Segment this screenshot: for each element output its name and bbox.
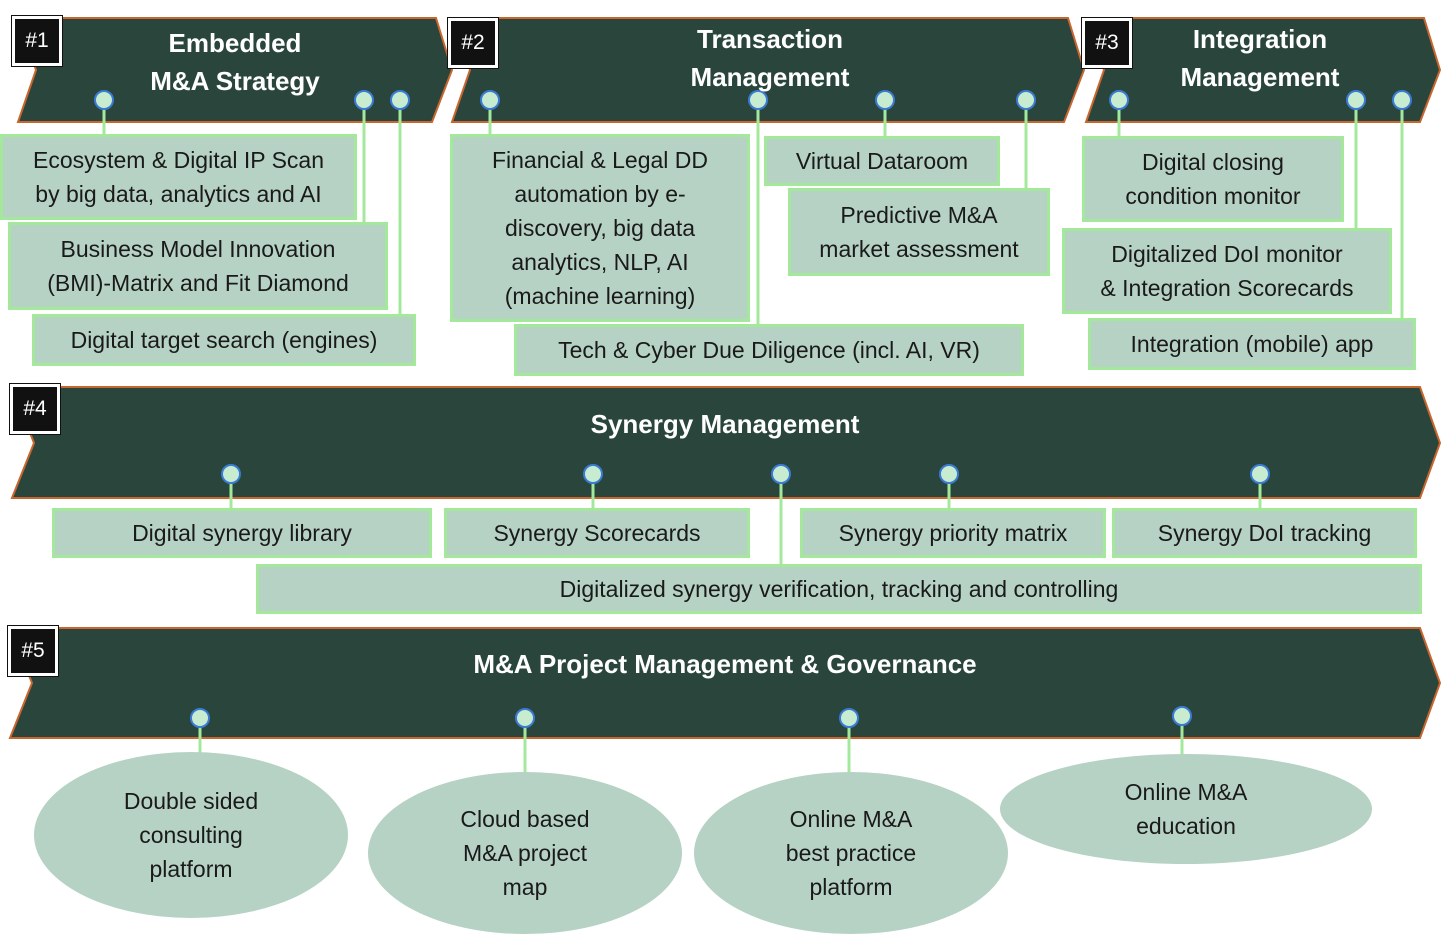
project-map-oval: Cloud based M&A project map [368, 772, 682, 934]
phase-1-title: Embedded M&A Strategy [150, 28, 320, 96]
closing-monitor-box: Digital closing condition monitor [1082, 136, 1344, 222]
phase-3-title: Integration Management [1180, 24, 1340, 92]
phase-1-badge: #1 [11, 15, 63, 67]
target-search-box: Digital target search (engines) [32, 314, 416, 366]
arrow-phase-5 [8, 627, 1442, 739]
phase-arrows [8, 17, 1442, 739]
arrow-phase-4 [10, 386, 1442, 499]
phase-3-badge: #3 [1081, 17, 1133, 69]
consulting-platform-oval: Double sided consulting platform [34, 752, 348, 918]
synergy-verification-box: Digitalized synergy verification, tracki… [256, 564, 1422, 614]
predictive-ma-box: Predictive M&A market assessment [788, 188, 1050, 276]
synergy-doi-box: Synergy DoI tracking [1112, 508, 1417, 558]
ecosystem-scan-box: Ecosystem & Digital IP Scan by big data,… [0, 134, 357, 220]
phase-4-title: Synergy Management [590, 409, 860, 439]
virtual-dataroom-box: Virtual Dataroom [764, 136, 1000, 186]
synergy-scorecards-box: Synergy Scorecards [444, 508, 750, 558]
education-oval: Online M&A education [1000, 754, 1372, 864]
financial-dd-box: Financial & Legal DD automation by e- di… [450, 134, 750, 322]
doi-monitor-box: Digitalized DoI monitor & Integration Sc… [1062, 228, 1392, 314]
integration-app-box: Integration (mobile) app [1088, 318, 1416, 370]
synergy-library-box: Digital synergy library [52, 508, 432, 558]
phase-2-badge: #2 [447, 17, 499, 69]
connector-dots [94, 90, 1412, 728]
bmi-matrix-box: Business Model Innovation (BMI)-Matrix a… [8, 222, 388, 310]
tech-cyber-dd-box: Tech & Cyber Due Diligence (incl. AI, VR… [514, 324, 1024, 376]
arrow-phase-2 [450, 17, 1086, 123]
arrow-phase-1 [16, 17, 454, 123]
phase-4-badge: #4 [9, 383, 61, 435]
synergy-priority-box: Synergy priority matrix [800, 508, 1106, 558]
best-practice-oval: Online M&A best practice platform [694, 772, 1008, 934]
phase-5-badge: #5 [7, 625, 59, 677]
phase-5-title: M&A Project Management & Governance [473, 649, 977, 679]
phase-2-title: Transaction Management [690, 24, 850, 92]
